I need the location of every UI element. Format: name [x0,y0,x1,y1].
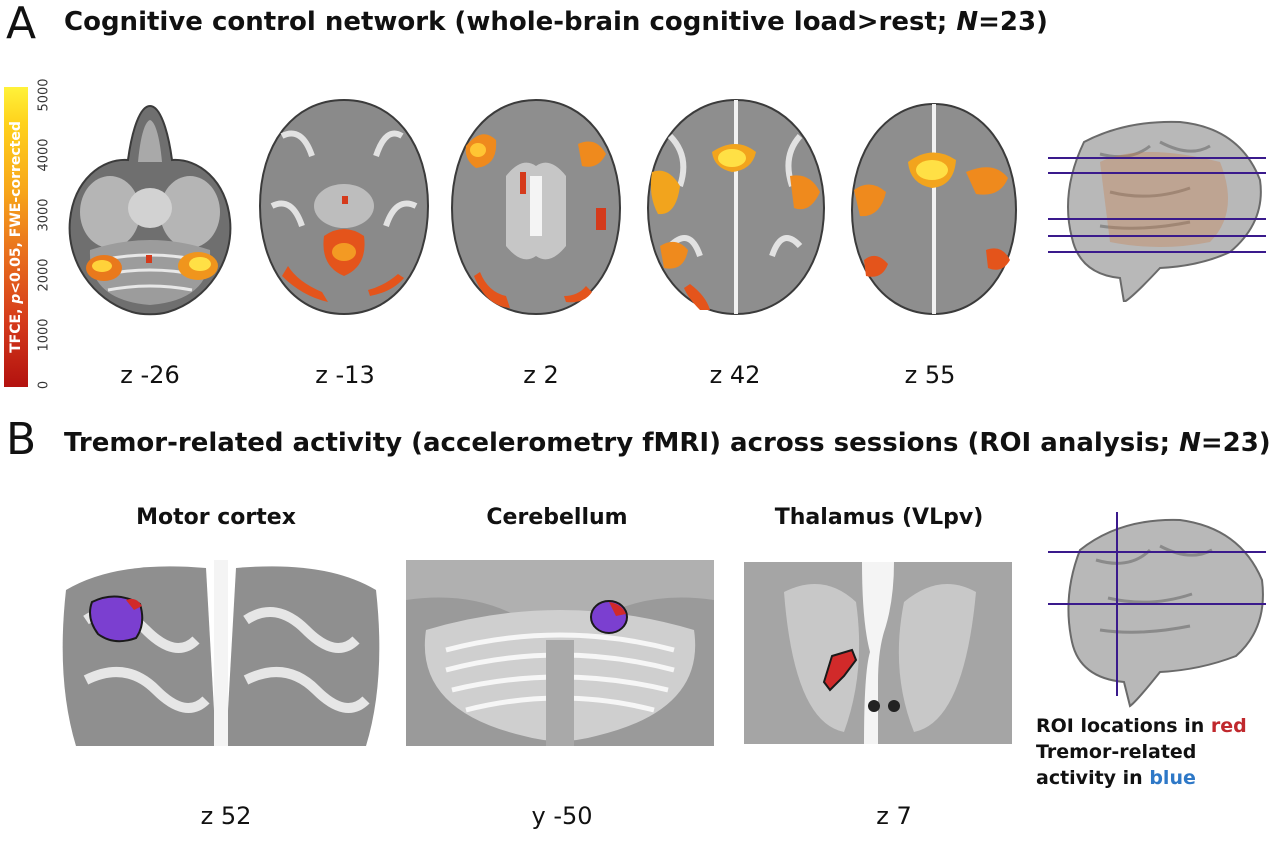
colorbar-label-pre: TFCE, [8,303,24,353]
panel-a-title-pre: Cognitive control network (whole-brain c… [64,7,957,37]
slice-label: z -26 [120,361,180,389]
panel-b-letter: B [6,414,37,465]
panel-b-title-n: N [1179,428,1201,458]
region-title-thalamus: Thalamus (VLpv) [774,505,984,530]
panel-a-title: Cognitive control network (whole-brain c… [64,9,1048,35]
legend-red-word: red [1210,715,1247,737]
motor-cortex-slice [56,560,386,746]
colorbar [4,87,28,387]
slice-label: z 42 [709,361,761,389]
brain-slice-z-13 [258,98,430,316]
colorbar-label-post: <0.05, FWE-corrected [8,121,24,294]
legend-roi-line: ROI locations in red [1036,713,1247,739]
slice-label: z 55 [904,361,956,389]
brain-slice-z-26 [68,104,232,316]
brain-3d-render-a [1048,120,1266,302]
panel-b-title: Tremor-related activity (accelerometry f… [64,430,1271,456]
panel-b-title-pre: Tremor-related activity (accelerometry f… [64,428,1180,458]
thalamus-slice [744,562,1012,744]
legend-blue-word: blue [1149,767,1196,789]
colorbar-label: TFCE, p<0.05, FWE-corrected [8,121,24,353]
brain-slice-z42 [646,98,826,316]
slice-label: z -13 [315,361,375,389]
brain-slice-z55 [850,102,1018,316]
brain-3d-render-b [1048,512,1266,708]
region-title-motor-cortex: Motor cortex [136,505,296,530]
legend-activity-text: activity in [1036,767,1150,789]
colorbar-tick: 3000 [36,198,52,232]
slice-label: z 2 [523,361,559,389]
slice-label: y -50 [531,802,593,830]
colorbar-tick: 1000 [36,318,52,352]
panel-b-title-post: =23) [1200,428,1271,458]
colorbar-tick: 4000 [36,138,52,172]
colorbar-tick: 5000 [36,78,52,112]
legend-tremor-line: Tremor-related [1036,741,1197,763]
panel-a-letter: A [6,0,37,49]
colorbar-tick: 2000 [36,258,52,292]
panel-a-title-n: N [956,7,979,37]
legend-roi-text: ROI locations in [1036,715,1211,737]
colorbar-tick: 0 [36,380,52,390]
colorbar-label-p: p [8,293,24,304]
region-title-cerebellum: Cerebellum [486,505,628,530]
legend-activity-line: activity in blue [1036,765,1196,791]
panel-a-title-post: =23) [978,7,1048,37]
cerebellum-slice [406,560,714,746]
brain-slice-z2 [450,98,622,316]
slice-label: z 52 [200,802,252,830]
slice-label: z 7 [876,802,912,830]
